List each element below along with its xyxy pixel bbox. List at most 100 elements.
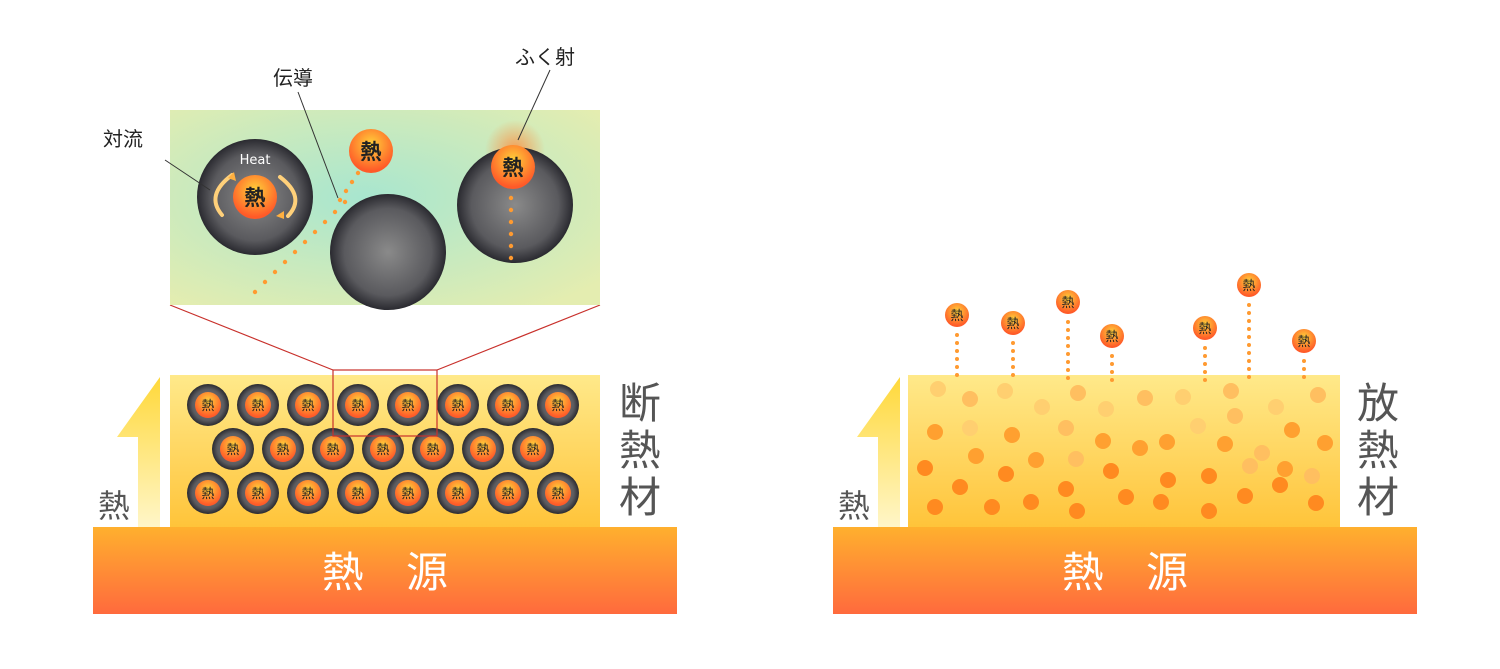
heat-ball-label: 熱 — [351, 487, 364, 502]
material-dot — [1254, 445, 1270, 461]
heat-ball-icon — [233, 175, 277, 219]
heat-ball-icon — [270, 436, 296, 462]
conduction-dot — [322, 219, 328, 225]
material-dot — [1304, 468, 1320, 484]
heat-trail-dot — [1110, 354, 1114, 358]
material-dot — [1069, 503, 1085, 519]
up-arrow-icon — [857, 377, 900, 527]
heat-trail-dot — [1247, 303, 1251, 307]
material-label-char: 熱 — [1357, 426, 1399, 475]
curved-arrow-icon — [276, 211, 284, 219]
heat-ball-label: 熱 — [351, 399, 364, 414]
heat-trail-dot — [1066, 352, 1070, 356]
heat-ball-icon — [395, 392, 421, 418]
heat-ball-icon — [220, 436, 246, 462]
material-dot — [1242, 458, 1258, 474]
conduction-dot — [302, 239, 308, 245]
heat-trail-dot — [1203, 354, 1207, 358]
insulation-particles: 熱熱熱熱熱熱熱熱熱熱熱熱熱熱熱熱熱熱熱熱熱熱熱 — [187, 384, 579, 514]
heat-arrow-label: 熱 — [838, 487, 870, 525]
heat-ball-label: 熱 — [251, 399, 264, 414]
heat-ball-icon — [495, 392, 521, 418]
material-dot — [1237, 488, 1253, 504]
heat-ball-icon — [195, 480, 221, 506]
zoom-line-left — [169, 304, 334, 371]
material-dot — [1058, 481, 1074, 497]
heat-ball-label: 熱 — [251, 487, 264, 502]
heat-trail-dot — [955, 333, 959, 337]
heat-ball-label: 熱 — [950, 309, 963, 324]
material-dot — [1095, 433, 1111, 449]
material-dot — [927, 499, 943, 515]
heat-trail-dot — [955, 373, 959, 377]
heat-ball-icon — [295, 480, 321, 506]
material-dot — [1137, 390, 1153, 406]
material-dot — [1034, 399, 1050, 415]
conduction-dot — [349, 179, 355, 185]
material-dot — [1317, 435, 1333, 451]
heat-ball-icon — [1001, 311, 1025, 335]
heat-trail-dot — [1011, 349, 1015, 353]
material-dot — [1098, 401, 1114, 417]
heat-trail-dot — [1247, 327, 1251, 331]
material-particles — [917, 381, 1333, 519]
conduction-dot — [337, 197, 343, 203]
heat-trail-dot — [1011, 373, 1015, 377]
heat-trail-dot — [955, 357, 959, 361]
heat-ball-icon — [420, 436, 446, 462]
heat-ball-icon — [245, 392, 271, 418]
heat-ball-icon — [195, 392, 221, 418]
heat-ball-label: 熱 — [476, 443, 489, 458]
heat-source — [833, 527, 1417, 614]
material-dot — [1310, 387, 1326, 403]
curved-arrow-icon — [213, 173, 234, 217]
heat-ball-label: 熱 — [301, 399, 314, 414]
heat-trail-dot — [1066, 328, 1070, 332]
conduction-path — [252, 170, 361, 295]
heat-ball-label: 熱 — [503, 156, 524, 180]
insulation-panel: Heat 熱 熱 熱 対流 伝導 ふく射 熱 熱熱熱熱熱熱熱熱熱熱熱熱熱熱熱熱熱… — [93, 45, 677, 614]
heat-ball-label: 熱 — [276, 443, 289, 458]
heat-ball-icon — [945, 303, 969, 327]
heat-ball-label: 熱 — [301, 487, 314, 502]
heat-trail-dot — [955, 349, 959, 353]
heat-ball-label: 熱 — [401, 399, 414, 414]
heat-trail-dot — [1066, 376, 1070, 380]
heat-trail-dot — [1110, 378, 1114, 382]
material-dot — [952, 479, 968, 495]
heat-trail-dot — [1247, 375, 1251, 379]
heat-source — [93, 527, 677, 614]
heat-trail-dot — [1247, 367, 1251, 371]
callout-radiation: ふく射 — [515, 45, 575, 69]
radiation-dot — [508, 219, 514, 225]
heat-ball-icon — [345, 392, 371, 418]
material-dot — [1058, 420, 1074, 436]
heat-ball-label: 熱 — [501, 399, 514, 414]
material-dot — [1277, 461, 1293, 477]
heat-ball-label: 熱 — [201, 399, 214, 414]
material-dot — [968, 448, 984, 464]
heat-trail-dot — [1247, 351, 1251, 355]
conduction-dot — [332, 209, 338, 215]
material-dot — [1118, 489, 1134, 505]
heat-ball-label: 熱 — [1242, 279, 1255, 294]
conduction-dot — [342, 199, 348, 205]
heat-trail-dot — [1011, 341, 1015, 345]
conduction-dot — [343, 188, 349, 194]
heat-trail-dot — [1066, 344, 1070, 348]
material-dot — [1153, 494, 1169, 510]
up-arrow-icon — [117, 377, 160, 527]
material-dot — [1028, 452, 1044, 468]
heat-trail-dot — [1302, 375, 1306, 379]
material-dot — [1201, 468, 1217, 484]
heat-ball-label: 熱 — [451, 399, 464, 414]
heat-ball-icon — [495, 480, 521, 506]
material-dot — [1159, 434, 1175, 450]
heat-ball-label: 熱 — [1061, 296, 1074, 311]
heat-ball-icon — [445, 392, 471, 418]
material-dot — [1268, 399, 1284, 415]
heat-trail-dot — [1066, 360, 1070, 364]
conduction-dot — [252, 289, 258, 295]
material-dot — [984, 499, 1000, 515]
